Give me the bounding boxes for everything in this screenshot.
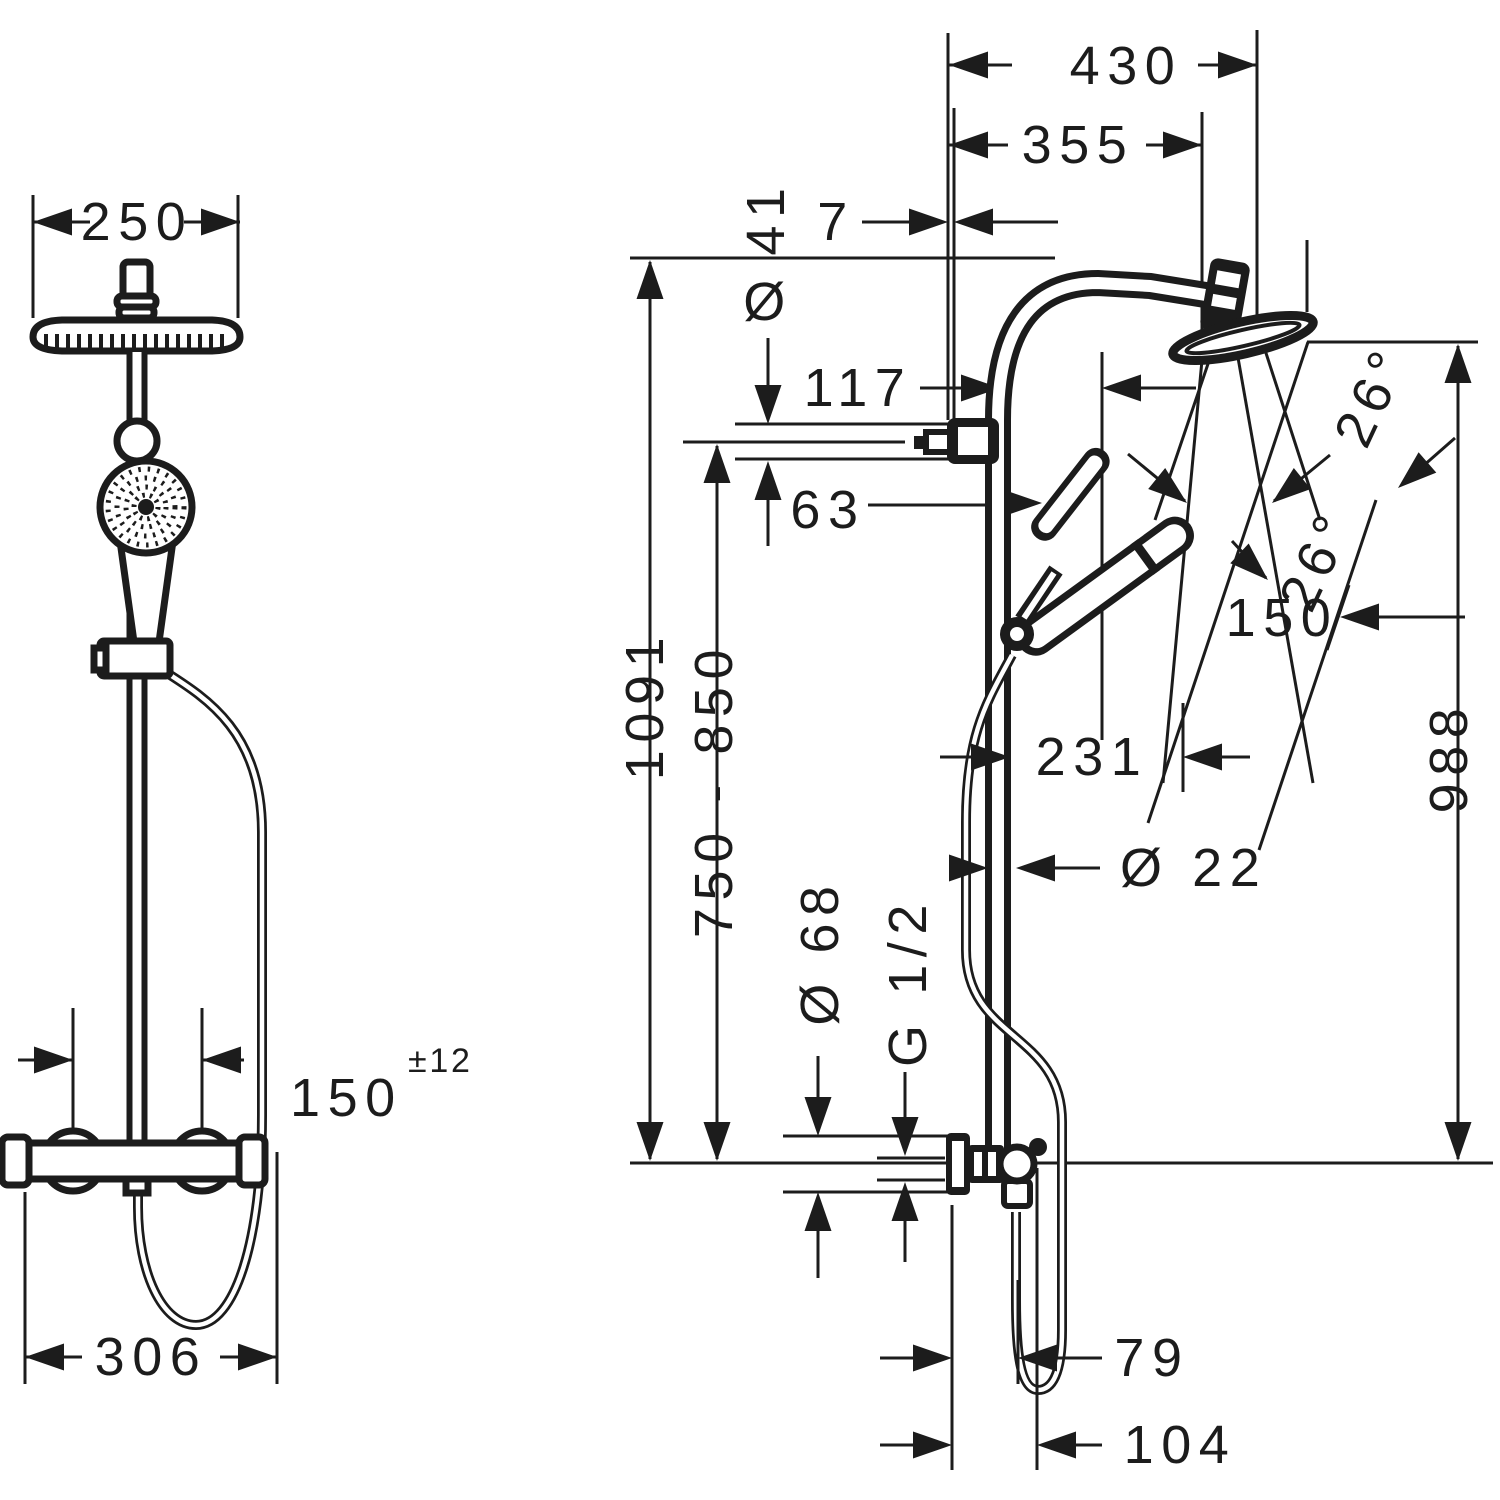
- rail-adjust-range-dimension: 750 - 850: [684, 444, 744, 1161]
- depth-to-head-center-dimension: 355: [949, 112, 1204, 360]
- hand-shower-front: [96, 457, 196, 646]
- hose-clearance-dimension: 79: [880, 1168, 1189, 1470]
- wall-clearance-dimension: 7: [817, 192, 1058, 252]
- connection-spacing-tolerance-label: ±12: [408, 1042, 473, 1080]
- side-view: 430 355 7 41 Ø 117: [615, 30, 1493, 1475]
- height-total-dimension: 1091: [615, 260, 675, 1161]
- spray-plate-nozzles: [44, 334, 224, 348]
- bracket-offset-label: 63: [790, 480, 865, 540]
- rail-wall-bracket-front: [90, 637, 174, 680]
- overhead-width-label: 250: [81, 192, 194, 252]
- overall-width-label: 306: [95, 1327, 208, 1387]
- thermostat-valve-side: [946, 1133, 1047, 1209]
- spray-angle-lines: [1127, 341, 1456, 851]
- connection-spacing-dimension: 150 ±12: [18, 1008, 473, 1132]
- thermostat-valve-front: [0, 1127, 269, 1197]
- thread-size-dimension: G 1/2: [877, 897, 945, 1262]
- head-over-valve-label: 988: [1419, 701, 1479, 814]
- bracket-offset-dimension: 63: [683, 440, 1042, 546]
- top-offset-label: 41: [736, 180, 796, 255]
- head-offset-dimension: Ø 117: [735, 272, 1196, 740]
- wall-clearance-label: 7: [817, 192, 855, 252]
- overhead-shower-side: [1168, 258, 1318, 365]
- pipe-diameter-label: Ø 22: [1120, 838, 1267, 898]
- overhead-shower-front: [29, 258, 244, 355]
- pipe-wall-bracket-side: [914, 418, 999, 464]
- handshower-reach-dimension: 231: [940, 703, 1250, 792]
- shower-hose-front: [133, 657, 267, 1331]
- head-offset-label: 117: [804, 358, 913, 418]
- height-total-label: 1091: [615, 630, 675, 780]
- depth-total-label: 430: [1070, 36, 1183, 96]
- valve-depth-label: 104: [1124, 1415, 1237, 1475]
- shower-pipe-side: [985, 269, 1227, 1150]
- rail-slider-ball: [113, 417, 161, 465]
- depth-to-head-center-label: 355: [1022, 115, 1135, 175]
- connection-spacing-label: 150: [290, 1068, 403, 1128]
- escutcheon-diameter-dimension: Ø 68: [783, 878, 948, 1278]
- depth-total-dimension: 430: [949, 30, 1309, 318]
- overhead-tilt-angle-label: 26°: [1323, 336, 1421, 456]
- head-over-valve-dimension: 988: [1307, 340, 1479, 1161]
- overall-width-dimension: 306: [23, 1152, 279, 1387]
- diameter-symbol-label: Ø: [743, 272, 793, 332]
- valve-depth-dimension: 104: [880, 1415, 1237, 1475]
- pipe-diameter-dimension: Ø 22: [949, 838, 1267, 898]
- handshower-reach-label: 231: [1036, 727, 1149, 787]
- hand-shower-side: [1000, 447, 1194, 656]
- spray-distance-dimension: 150: [1226, 584, 1465, 651]
- thread-size-label: G 1/2: [878, 897, 938, 1067]
- escutcheon-diameter-label: Ø 68: [790, 878, 850, 1025]
- front-view: 250: [0, 192, 473, 1387]
- hose-clearance-label: 79: [1114, 1328, 1189, 1388]
- overhead-width-dimension: 250: [31, 192, 240, 318]
- spray-distance-label: 150: [1226, 588, 1339, 648]
- rail-adjust-range-label: 750 - 850: [684, 642, 744, 938]
